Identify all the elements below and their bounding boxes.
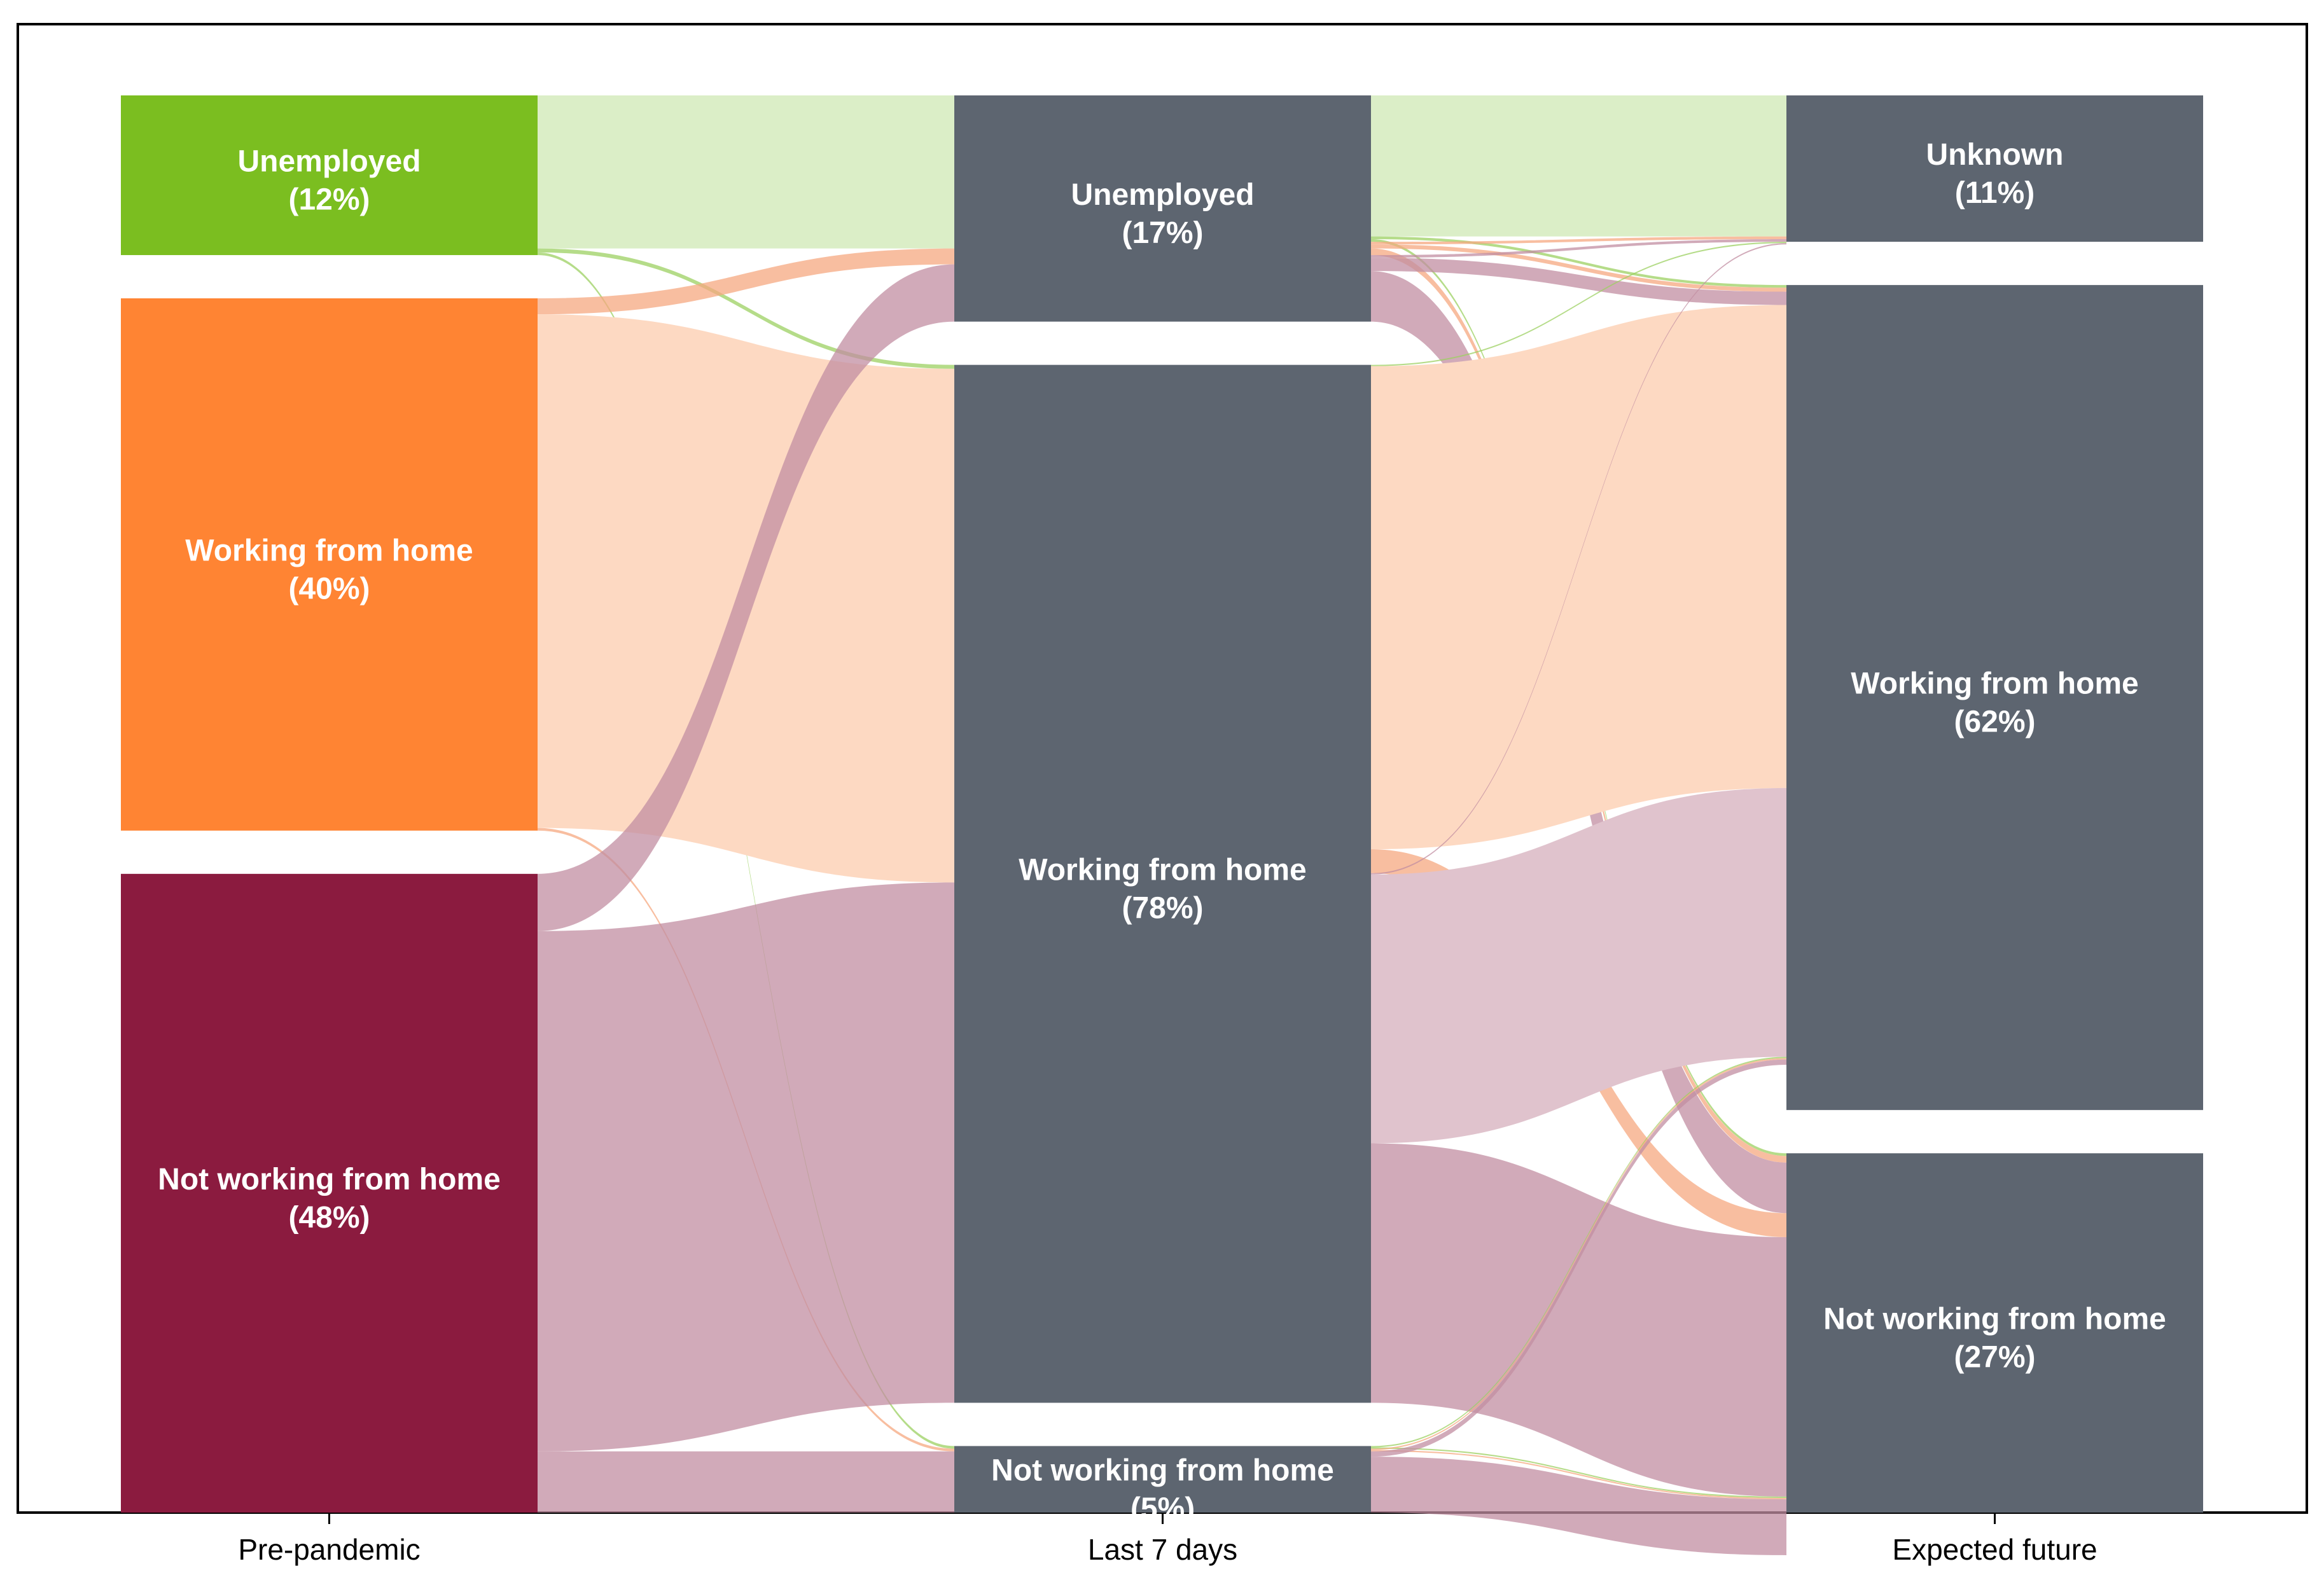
flow-band — [538, 95, 954, 249]
flow-band — [1371, 1450, 1786, 1500]
flow-band — [1371, 236, 1786, 288]
nodes-layer — [121, 95, 2203, 1513]
node-percent-label: (17%) — [1122, 216, 1203, 250]
flow-band — [1371, 236, 1786, 245]
flow-band — [1371, 787, 1786, 1144]
node-percent-label: (11%) — [1955, 176, 2035, 210]
node-percent-label: (62%) — [1954, 705, 2035, 739]
node-percent-label: (40%) — [288, 572, 370, 606]
x-tick-label: Expected future — [1892, 1533, 2097, 1566]
flow-band — [538, 882, 954, 1452]
node-name-label: Unknown — [1926, 138, 2064, 172]
flow-band — [1371, 242, 1786, 366]
node-bar — [954, 1446, 1371, 1513]
node-bar — [1786, 95, 2203, 242]
labels-layer: Unemployed (12%) Working from home (40%) Not… — [158, 138, 2166, 1525]
flow-band — [538, 248, 954, 315]
node-bar — [121, 298, 538, 831]
node-percent-label: (78%) — [1122, 892, 1203, 925]
flow-band — [1371, 1057, 1786, 1448]
flow-band — [1371, 239, 1786, 258]
x-tick-label: Pre-pandemic — [238, 1533, 420, 1566]
node-bar — [121, 873, 538, 1513]
flow-band — [538, 1451, 954, 1513]
node-percent-label: (27%) — [1954, 1341, 2035, 1375]
flow-band — [1371, 305, 1786, 850]
axis-ticks-layer: Pre-pandemic Last 7 days Expected future — [238, 1513, 2098, 1566]
node-percent-label: (12%) — [288, 183, 370, 217]
flow-band — [538, 248, 954, 369]
node-bar — [121, 95, 538, 256]
node-name-label: Not working from home — [1823, 1303, 2166, 1336]
flow-band — [1371, 258, 1786, 305]
flow-band — [1371, 244, 1786, 292]
flow-band — [1371, 1058, 1786, 1450]
node-percent-label: (48%) — [288, 1201, 370, 1235]
flow-band — [1371, 1457, 1786, 1555]
node-bar — [954, 364, 1371, 1403]
flows-layer — [538, 95, 1786, 1555]
node-bar — [1786, 285, 2203, 1111]
x-tick-label: Last 7 days — [1088, 1533, 1237, 1566]
flow-band — [1371, 1059, 1786, 1457]
flow-band — [1371, 1447, 1786, 1498]
node-bar — [954, 95, 1371, 322]
node-name-label: Unemployed — [1071, 178, 1254, 212]
flow-band — [1371, 243, 1786, 875]
flow-band — [1371, 95, 1786, 237]
node-name-label: Working from home — [1851, 667, 2138, 701]
node-name-label: Working from home — [185, 534, 473, 567]
flow-band — [538, 264, 954, 931]
node-name-label: Not working from home — [991, 1453, 1334, 1487]
node-name-label: Unemployed — [237, 145, 421, 179]
node-name-label: Working from home — [1019, 854, 1306, 887]
node-name-label: Not working from home — [158, 1163, 501, 1196]
node-bar — [1786, 1153, 2203, 1513]
